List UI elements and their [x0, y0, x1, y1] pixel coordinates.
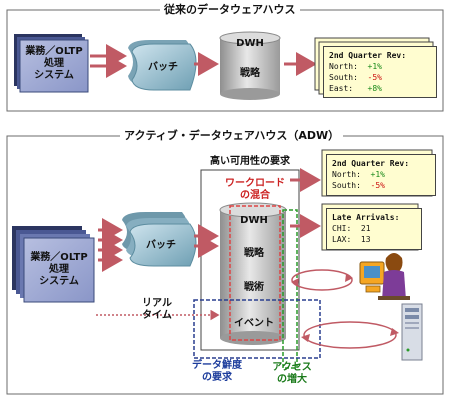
high-availability-box — [200, 169, 300, 351]
workload-mix-label: ワークロード の混合 — [215, 178, 295, 202]
bottom-dwh-label: DWH — [240, 215, 268, 226]
top-dwh-cylinder — [219, 31, 281, 100]
high-availability-label: 高い可用性の要求 — [210, 156, 290, 167]
freshness-label-line1: データ鮮度 — [192, 360, 242, 371]
access-label-line2: の増大 — [277, 374, 307, 385]
bottom-oltp-stack — [12, 226, 95, 303]
top-report-row: North: +1% — [329, 62, 382, 71]
top-report-heading: 2nd Quarter Rev: — [329, 51, 407, 60]
bottom-event-label: イベント — [234, 318, 274, 329]
bottom-oltp-label-line1: 業務／OLTP — [30, 252, 88, 263]
workload-label-line2: の混合 — [240, 190, 270, 201]
top-oltp-label-line1: 業務／OLTP — [25, 46, 83, 57]
top-report-row: East: +8% — [329, 84, 382, 93]
top-oltp-label-line2: 処理 — [44, 58, 64, 69]
workload-label-line1: ワークロード — [225, 178, 285, 189]
person-computer-icon — [359, 253, 410, 300]
bottom-oltp-label: 業務／OLTP 処理 システム — [24, 252, 94, 288]
late-arrivals-note: Late Arrivals: CHI: 21 LAX: 13 — [326, 208, 422, 250]
top-batch-label: バッチ — [148, 62, 178, 73]
bottom-oltp-label-line2: 処理 — [49, 264, 69, 275]
bottom-tactics-label: 戦術 — [244, 282, 264, 293]
late-arrivals-row: LAX: 13 — [332, 235, 371, 244]
realtime-label: リアル タイム — [132, 298, 182, 322]
top-report-row: South: -5% — [329, 73, 382, 82]
late-arrivals-heading: Late Arrivals: — [332, 213, 400, 222]
access-increase-label: アクセス の増大 — [264, 362, 320, 386]
top-dwh-label: DWH — [236, 38, 264, 49]
late-arrivals-row: CHI: 21 — [332, 224, 371, 233]
top-panel-title: 従来のデータウェアハウス — [160, 3, 300, 17]
top-oltp-stack — [14, 34, 89, 93]
bottom-report-row: South: -5% — [332, 181, 385, 190]
top-oltp-label-line3: システム — [34, 70, 74, 81]
access-increase-box — [282, 209, 298, 369]
realtime-label-line1: リアル — [142, 298, 172, 309]
bottom-oltp-label-line3: システム — [39, 276, 79, 287]
workload-mix-box — [229, 205, 281, 341]
person-cycle-arrow — [291, 269, 353, 291]
data-freshness-box — [193, 299, 321, 359]
bottom-batch-label: バッチ — [146, 240, 176, 251]
realtime-label-line2: タイム — [142, 310, 172, 321]
bottom-panel-title: アクティブ・データウェアハウス（ADW） — [120, 129, 344, 143]
bottom-report-heading: 2nd Quarter Rev: — [332, 159, 410, 168]
data-freshness-label: データ鮮度 の要求 — [182, 360, 252, 384]
bottom-strategy-label: 戦略 — [244, 248, 264, 259]
bottom-batch-shape — [122, 212, 197, 267]
freshness-label-line2: の要求 — [202, 372, 232, 383]
top-strategy-label: 戦略 — [240, 68, 260, 79]
access-label-line1: アクセス — [272, 362, 312, 373]
top-batch-shape — [128, 40, 197, 91]
bottom-report-note: 2nd Quarter Rev: North: +1% South: -5% — [326, 154, 436, 196]
top-oltp-label: 業務／OLTP 処理 システム — [20, 46, 88, 82]
server-icon — [401, 303, 423, 361]
bottom-report-row: North: +1% — [332, 170, 385, 179]
top-report-note: 2nd Quarter Rev: North: +1% South: -5% E… — [323, 46, 437, 98]
server-cycle-arrow — [301, 321, 399, 349]
